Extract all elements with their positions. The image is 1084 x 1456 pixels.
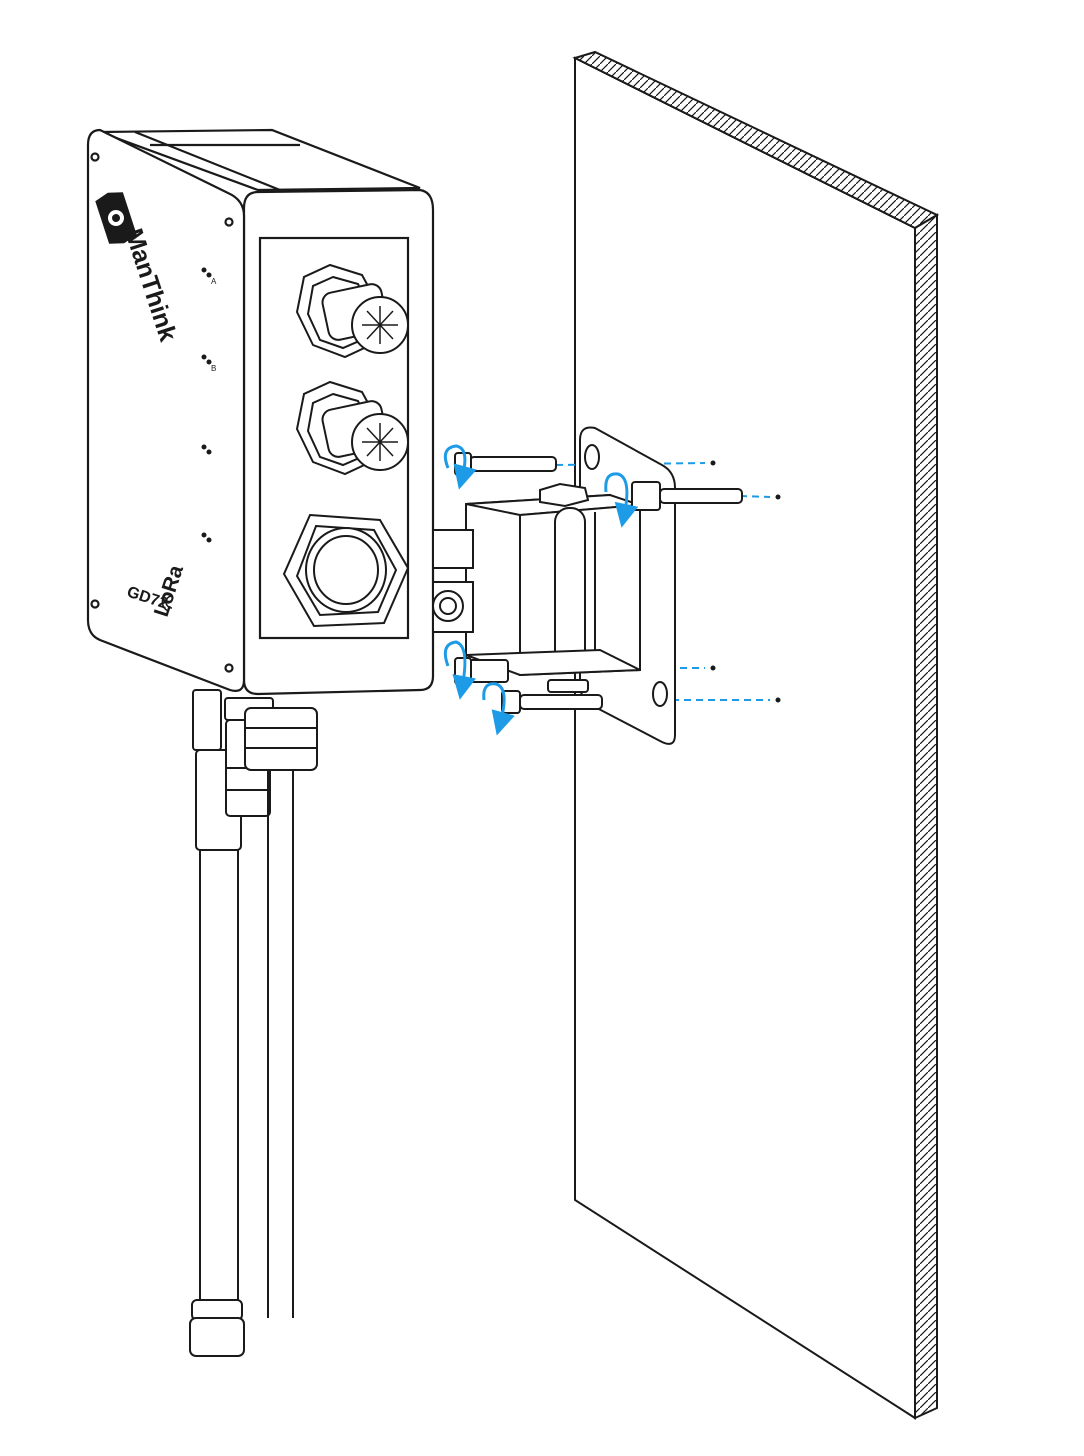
manthink-logo-icon	[95, 192, 137, 244]
cable-gland	[282, 513, 410, 628]
antenna-tip	[189, 1317, 245, 1357]
led-indicator	[206, 359, 212, 365]
status-leds	[201, 267, 212, 543]
mounting-bracket	[432, 426, 676, 745]
hinge-pin	[554, 507, 586, 669]
rotate-arrow-icon	[482, 682, 515, 736]
wall-hole	[710, 665, 716, 671]
anchor-screw	[631, 481, 743, 511]
plate-slot	[584, 444, 600, 470]
antenna-assembly	[189, 689, 318, 1357]
wall-front-face	[574, 56, 916, 1420]
cable-nut	[244, 707, 318, 771]
bolt-head-inner	[439, 597, 457, 615]
wall-hole	[710, 460, 716, 466]
wall-side-edge	[914, 213, 938, 1420]
led-indicator	[201, 532, 207, 538]
antenna-connector-bottom	[295, 380, 409, 476]
led-indicator	[201, 444, 207, 450]
antenna-rod	[199, 849, 239, 1301]
plate-slot	[652, 681, 668, 707]
bracket-spacer	[432, 529, 474, 569]
wall-hole	[775, 697, 781, 703]
hex-nut-icon	[539, 482, 590, 508]
antenna-base	[192, 689, 222, 751]
wall-hole	[775, 494, 781, 500]
led-label-a: A	[211, 277, 217, 286]
guide-line	[739, 495, 771, 498]
lora-wave-icon	[161, 592, 173, 612]
screw-icon	[90, 599, 100, 609]
rotate-arrow-icon	[443, 640, 477, 700]
anchor-screws	[454, 452, 743, 714]
led-label-b: B	[211, 364, 216, 373]
anchor-screw	[501, 679, 603, 714]
top-seam	[134, 130, 281, 192]
screw-icon	[90, 152, 100, 162]
antenna-connector-top	[295, 263, 409, 359]
rotate-arrow-icon	[604, 472, 639, 528]
screw-icon	[224, 663, 234, 673]
led-indicator	[201, 354, 207, 360]
tighten-arrows	[443, 444, 639, 736]
led-indicator	[206, 537, 212, 543]
led-indicator	[206, 449, 212, 455]
led-indicator	[206, 272, 212, 278]
screw-icon	[224, 217, 234, 227]
led-indicator	[201, 267, 207, 273]
rotate-arrow-icon	[443, 444, 477, 490]
wall	[572, 50, 940, 1420]
anchor-screw	[454, 452, 557, 476]
